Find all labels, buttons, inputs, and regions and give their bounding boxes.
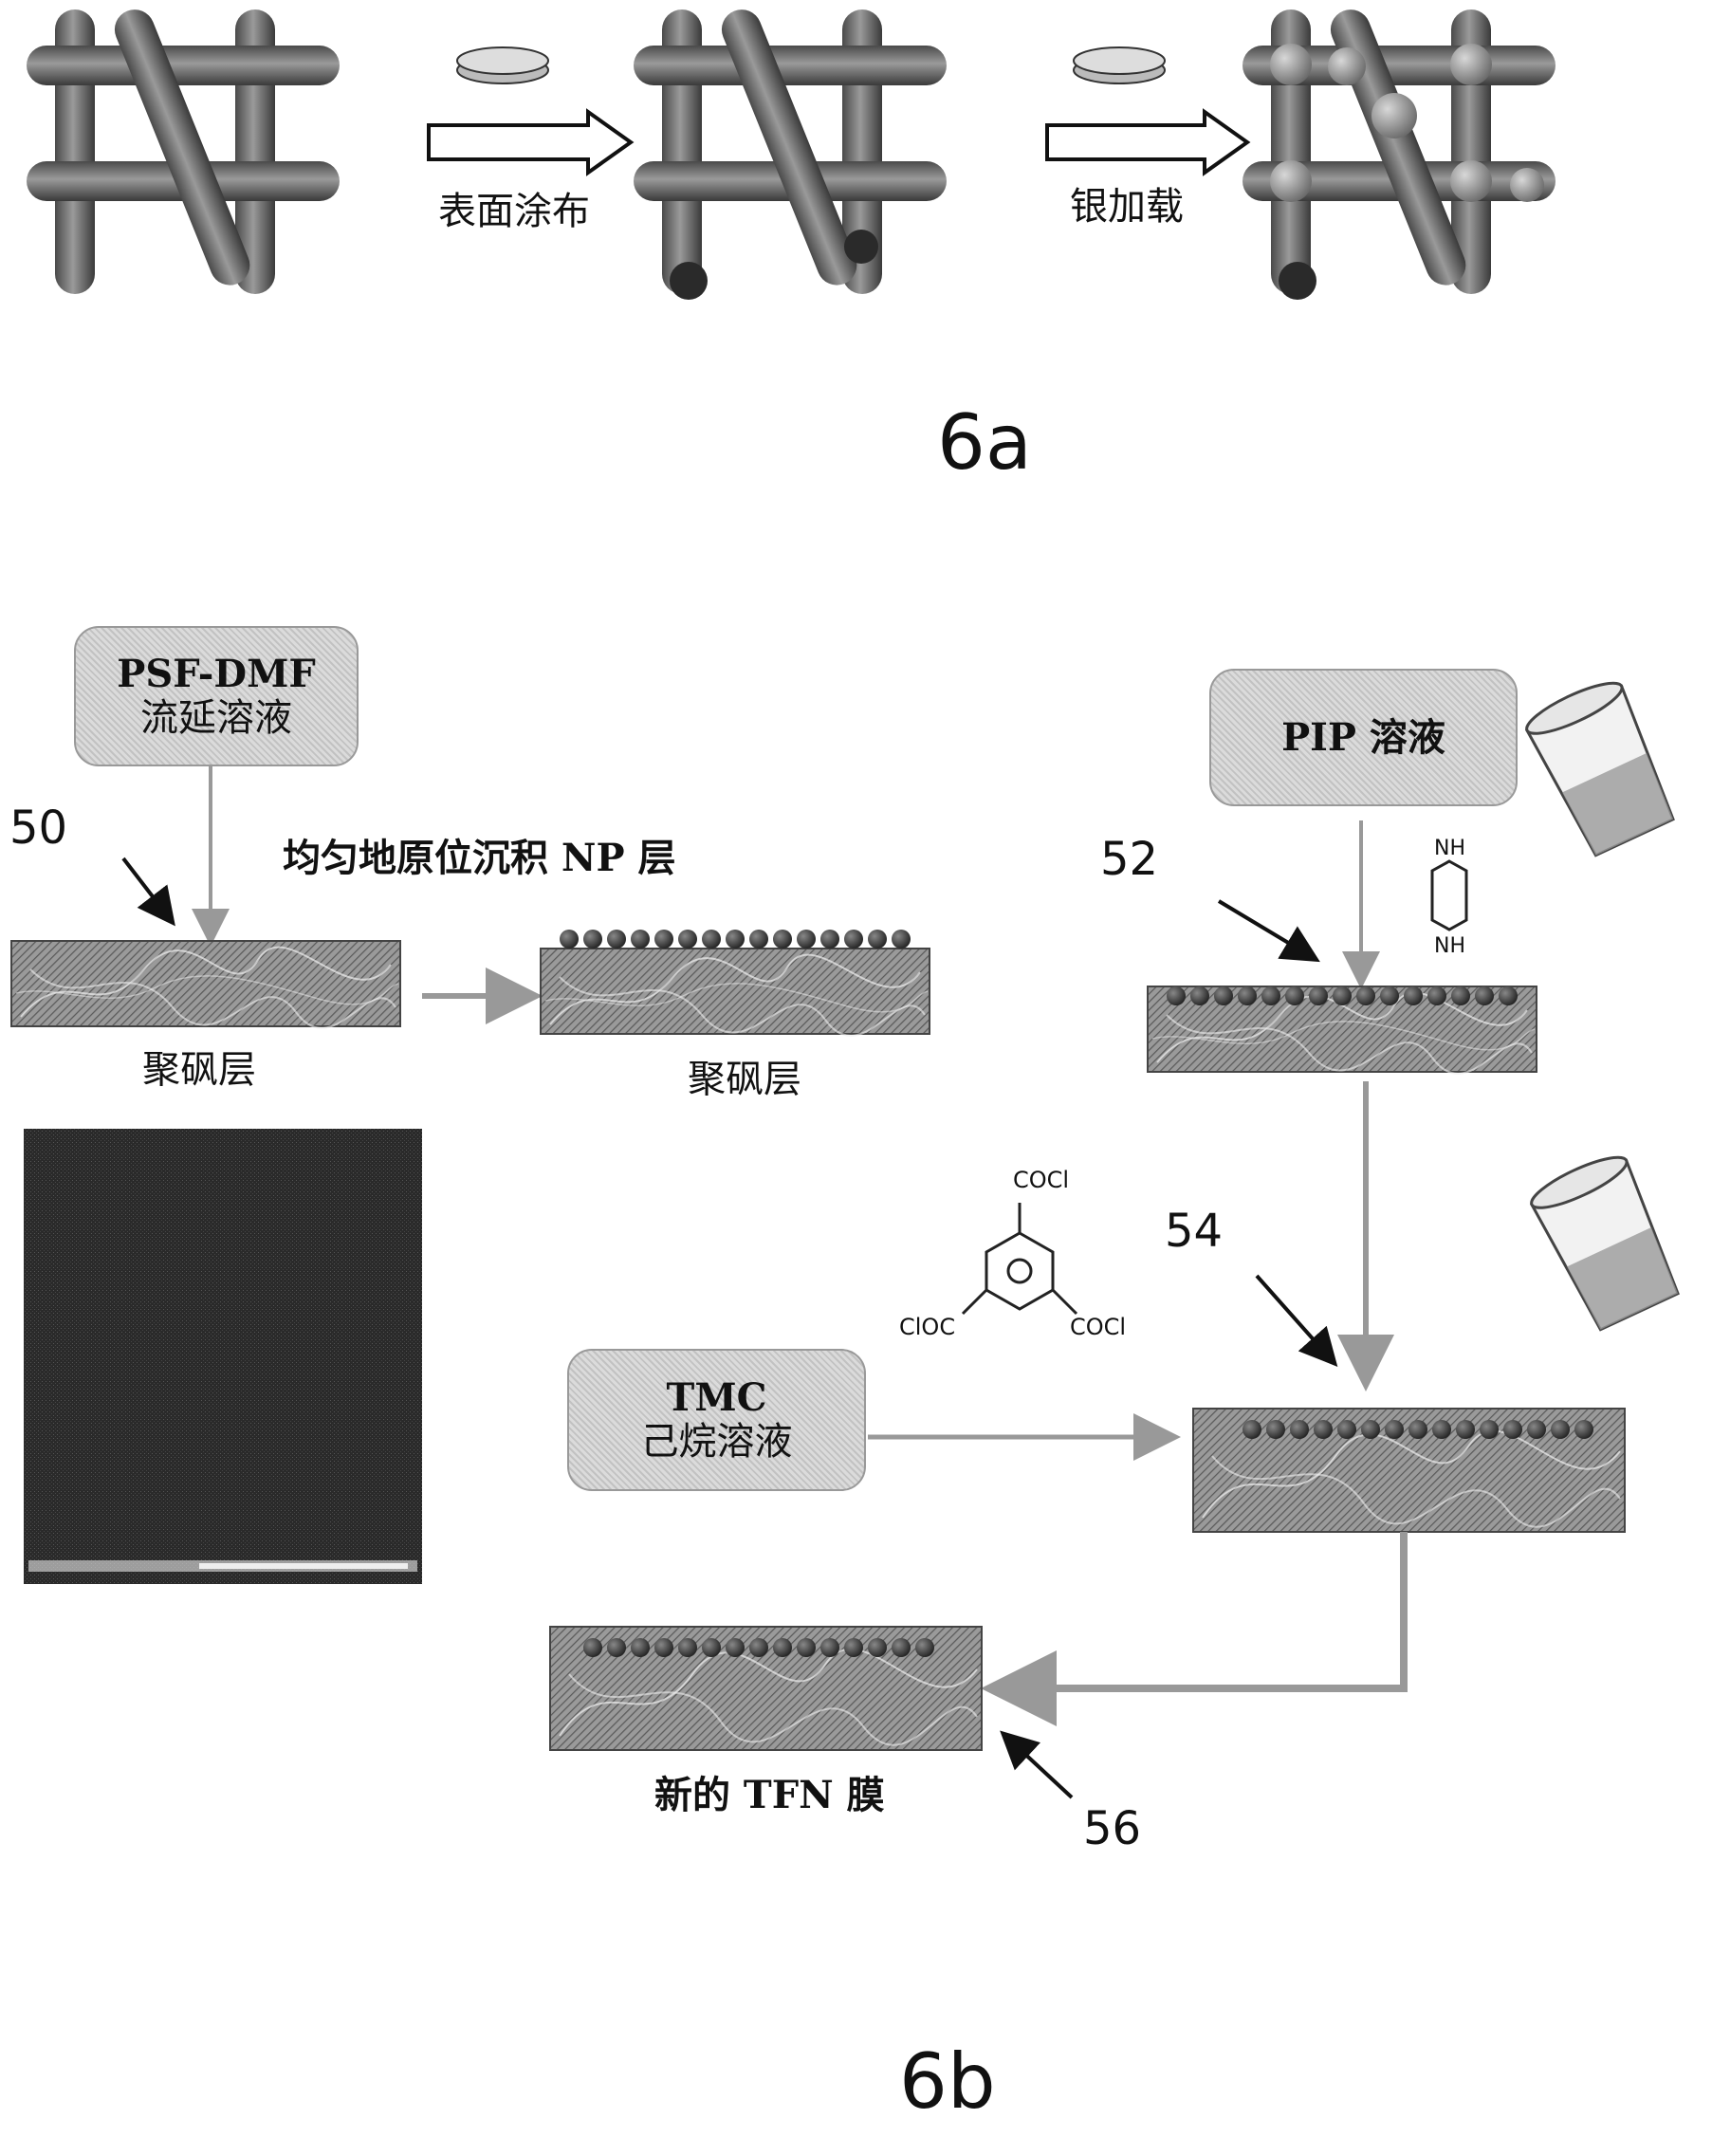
piperazine-nh-top: NH <box>1434 837 1465 860</box>
membrane-pip <box>1147 986 1537 1075</box>
ref-52: 52 <box>1100 833 1159 886</box>
arrow-step-2 <box>1045 108 1251 176</box>
step2-label: 银加载 <box>1070 185 1184 229</box>
coating-disk-2-icon <box>1073 46 1166 84</box>
membrane-tmc <box>1192 1408 1626 1533</box>
mesh-silver-loaded <box>1243 3 1556 300</box>
tmc-group-right: COCl <box>1070 1314 1127 1340</box>
pouring-beaker-2-icon <box>1529 1155 1680 1332</box>
arrow-step-1 <box>427 108 635 176</box>
pip-solution-box: PIP 溶液 <box>1209 669 1518 806</box>
pointer-52 <box>1217 899 1320 963</box>
psf-box-line2: 流延溶液 <box>140 696 292 740</box>
psf-box-line1: PSF-DMF <box>117 652 316 696</box>
mesh-coated <box>634 3 947 300</box>
psf-layer-1 <box>10 940 401 1029</box>
arrow-to-final <box>981 1532 1408 1726</box>
ref-50: 50 <box>9 802 68 855</box>
tfn-label: 新的 TFN 膜 <box>654 1773 885 1817</box>
psf-dmf-box: PSF-DMF 流延溶液 <box>74 626 359 766</box>
tmc-group-left: ClOC <box>899 1314 956 1340</box>
pointer-54 <box>1255 1274 1338 1367</box>
coating-disk-1-icon <box>456 46 549 84</box>
psf-layer-np <box>540 930 930 1037</box>
piperazine-structure <box>1430 859 1468 931</box>
psf-layer-label-2: 聚砜层 <box>688 1058 801 1101</box>
np-deposit-label: 均匀地原位沉积 NP 层 <box>283 836 676 880</box>
tmc-structure <box>961 1203 1078 1316</box>
ref-54: 54 <box>1165 1205 1224 1258</box>
psf-layer-label-1: 聚砜层 <box>142 1048 256 1092</box>
step1-label: 表面涂布 <box>438 190 590 233</box>
pointer-50 <box>121 857 175 927</box>
mesh-uncoated <box>27 3 340 295</box>
tmc-group-top: COCl <box>1013 1167 1070 1193</box>
tmc-hexane-box: TMC 己烷溶液 <box>567 1349 866 1491</box>
pip-box-text: PIP 溶液 <box>1281 714 1445 760</box>
tmc-box-line2: 己烷溶液 <box>640 1420 793 1464</box>
membrane-tfn <box>549 1626 983 1751</box>
sem-image <box>24 1129 422 1584</box>
figure-6b-label: 6b <box>899 2037 996 2126</box>
ref-56: 56 <box>1083 1802 1142 1855</box>
pouring-beaker-1-icon <box>1524 681 1675 857</box>
figure-6a-label: 6a <box>937 398 1032 487</box>
pointer-56 <box>1000 1730 1074 1799</box>
piperazine-nh-bottom: NH <box>1434 934 1465 958</box>
tmc-box-line1: TMC <box>666 1375 767 1420</box>
